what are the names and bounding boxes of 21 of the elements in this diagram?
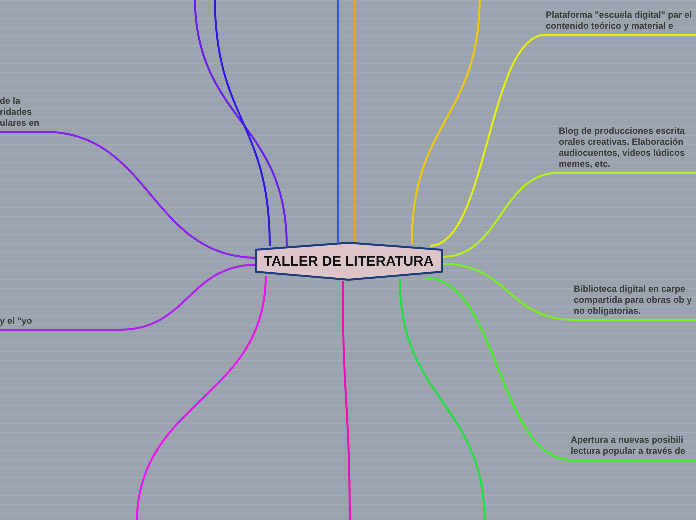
branch-topic: Apertura a nuevas posibili lectura popular a través de [571, 435, 696, 461]
branch-line [44, 131, 258, 259]
branch-line [411, 0, 481, 244]
branch-line [214, 0, 271, 246]
branch-line [442, 172, 560, 258]
branch-topic: Biblioteca digital en carpe compartida para obras ob y no obligatorias. [574, 284, 696, 321]
branch-line [194, 0, 288, 246]
central-title: TALLER DE LITERATURA [263, 253, 435, 269]
branch-line [120, 264, 258, 331]
branch-topic: de la ridades ulares en [0, 96, 45, 133]
branch-line [337, 0, 339, 242]
branch-topic: y el "yo [0, 316, 120, 331]
branch-line [399, 278, 486, 520]
branch-line [354, 0, 356, 242]
branch-topic: Blog de producciones escrita orales creativas. Elaboración audiocuentos, videos lúdicos memes, etc. [559, 126, 696, 174]
branch-line [136, 276, 267, 520]
branch-line [430, 34, 546, 247]
branch-line [426, 277, 572, 461]
branch-topic: Plataforma "escuela digital" par el contenido teórico y material e [546, 10, 696, 36]
branch-line [342, 281, 351, 520]
branch-line [442, 263, 574, 321]
